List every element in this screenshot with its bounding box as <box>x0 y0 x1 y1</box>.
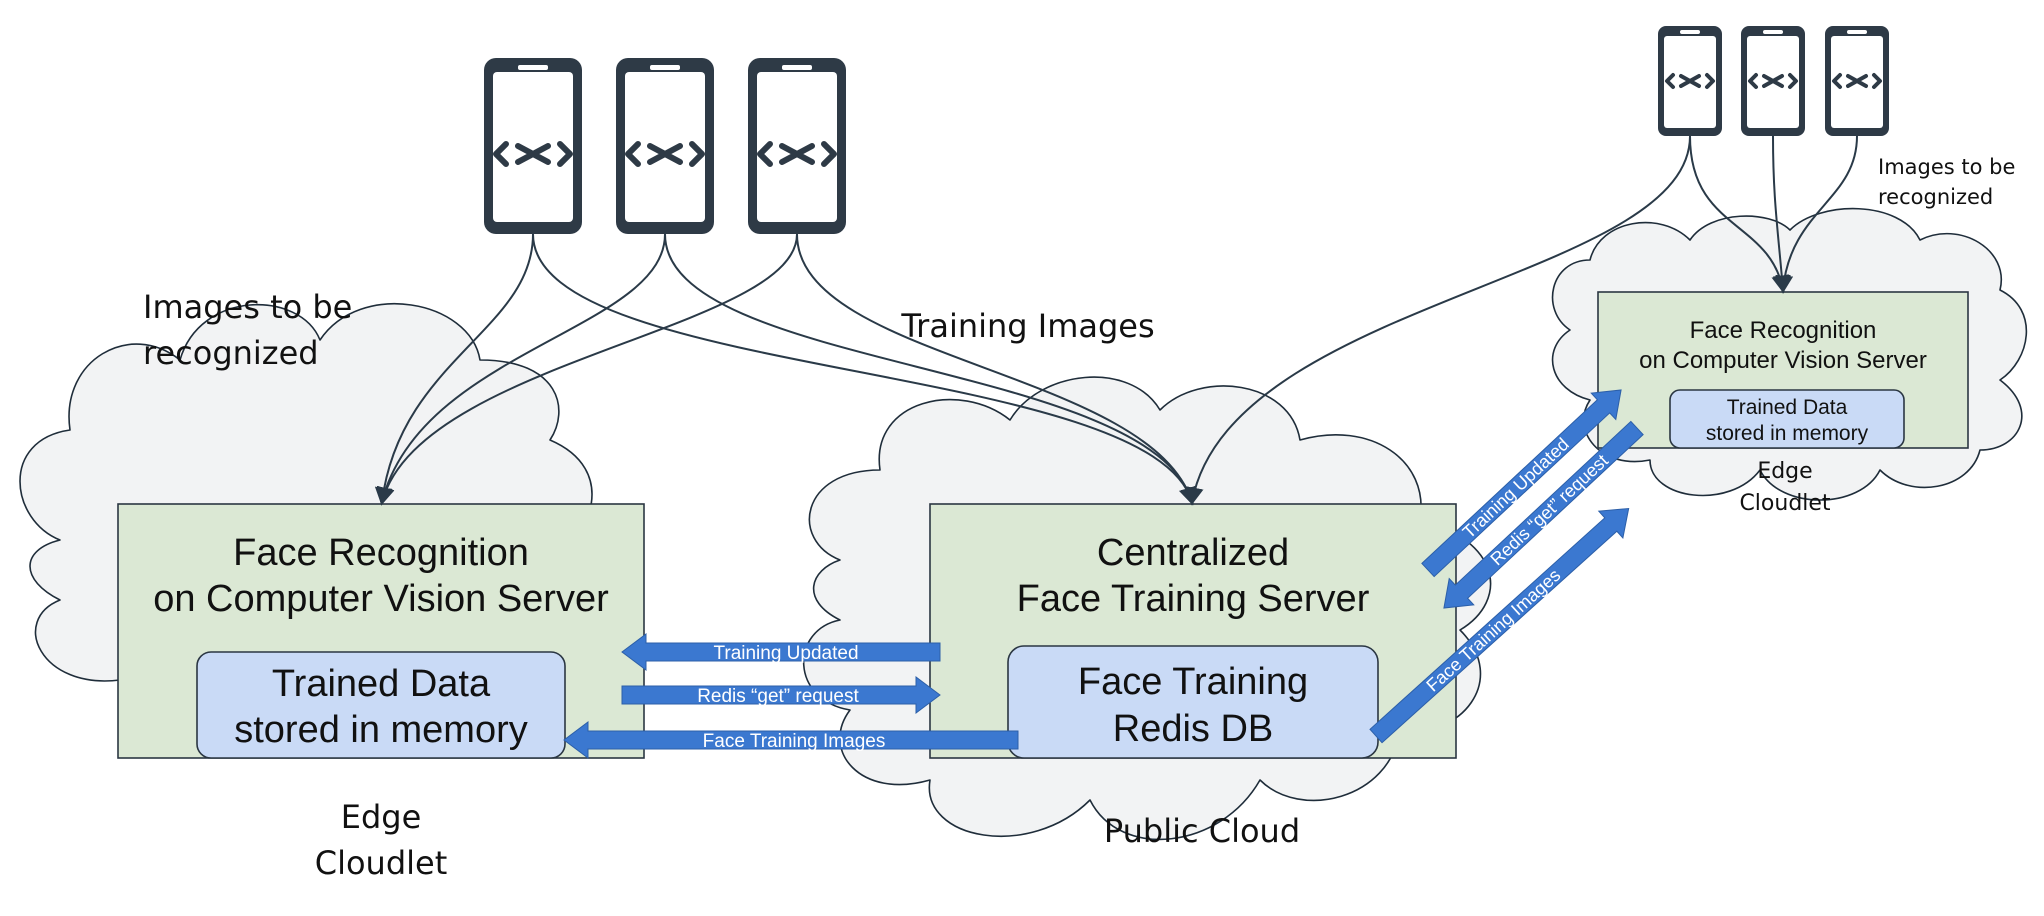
mobile-device-icon <box>616 58 714 234</box>
redis-db-line2: Redis DB <box>1113 708 1274 750</box>
diag-training-updated-arrow: Training Updated <box>1421 389 1622 578</box>
training-images-label: Training Images <box>900 307 1154 345</box>
face-training-images-arrow: Face Training Images <box>563 721 1019 759</box>
redis-db-line1: Face Training <box>1078 661 1308 703</box>
training-updated-label: Training Updated <box>713 643 858 664</box>
face-training-images-label: Face Training Images <box>703 731 886 752</box>
right-cloud-label-line1: Edge <box>1757 459 1812 484</box>
right-images-label-line1: Images to be <box>1878 155 2015 179</box>
right-images-label-line2: recognized <box>1878 185 1993 209</box>
left-server-title-line2: on Computer Vision Server <box>153 578 609 620</box>
center-server-title-line1: Centralized <box>1097 532 1289 574</box>
left-images-label-line1: Images to be <box>143 288 352 326</box>
mobile-device-icon <box>1656 24 1724 138</box>
mobile-device-icon <box>1823 24 1891 138</box>
right-cloud-label-line2: Cloudlet <box>1739 491 1830 516</box>
left-trained-data-memory <box>196 651 566 759</box>
redis-get-request-label: Redis “get” request <box>697 686 859 707</box>
center-server-title-line2: Face Training Server <box>1017 578 1370 620</box>
right-server-title-line2: on Computer Vision Server <box>1639 347 1927 374</box>
public-cloud-label: Public Cloud <box>1104 812 1300 850</box>
right-memory-line1: Trained Data <box>1727 396 1848 419</box>
left-memory-line2: stored in memory <box>234 709 528 751</box>
redis-get-request-arrow: Redis “get” request <box>621 676 941 714</box>
mobile-device-icon <box>484 58 582 234</box>
training-updated-arrow: Training Updated <box>621 633 941 671</box>
right-server-title-line1: Face Recognition <box>1690 317 1877 344</box>
mobile-device-icon <box>748 58 846 234</box>
left-memory-line1: Trained Data <box>272 663 491 705</box>
left-cloud-label-line2: Cloudlet <box>315 844 448 882</box>
left-server-title-line1: Face Recognition <box>233 532 529 574</box>
mobile-device-icon <box>1739 24 1807 138</box>
right-memory-line2: stored in memory <box>1706 422 1869 445</box>
right-trained-data-memory <box>1669 389 1905 449</box>
face-training-redis-db <box>1007 645 1379 759</box>
image-flow-curves <box>374 135 1858 506</box>
left-cloud-label-line1: Edge <box>341 798 422 836</box>
left-images-label-line2: recognized <box>143 334 319 372</box>
